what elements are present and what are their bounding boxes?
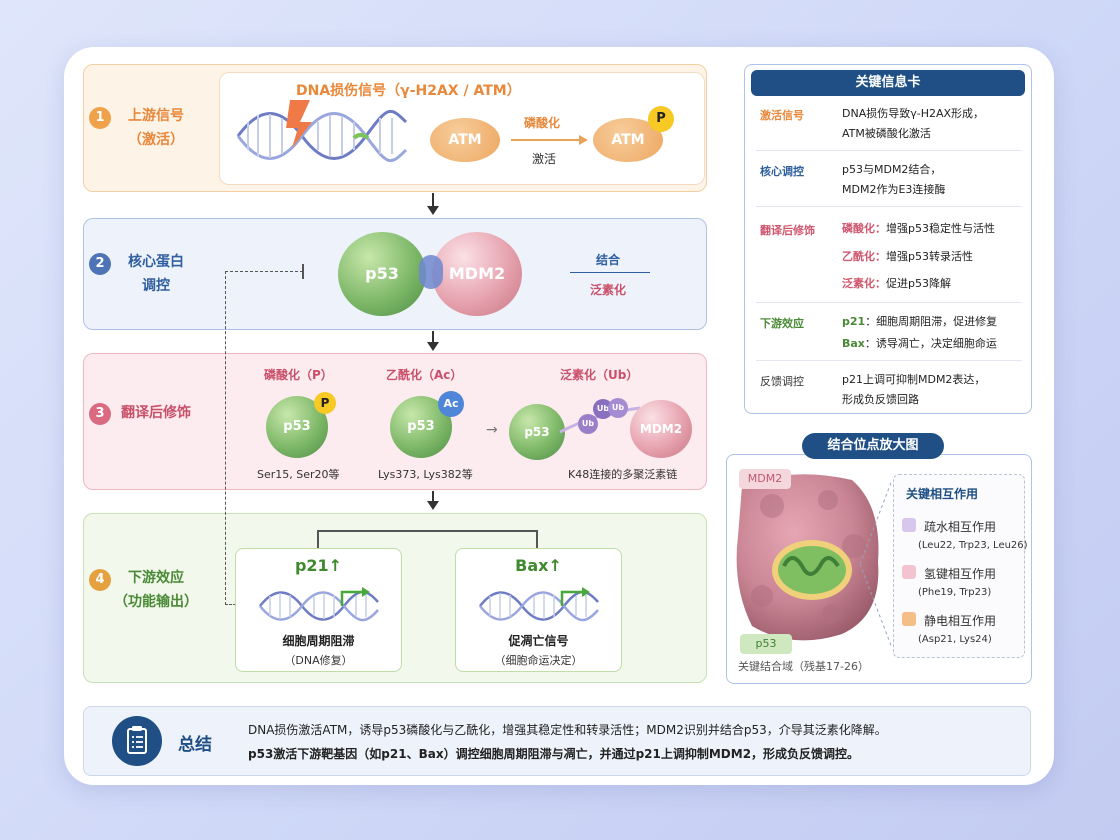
phosphate-badge: P [648, 106, 674, 132]
ubiquitin-chain-note: K48连接的多聚泛素链 [568, 468, 678, 481]
p21-effect-label: 细胞周期阻滞 [282, 634, 355, 648]
activation-arrow [511, 139, 581, 141]
ubiquitin-1: Ub [578, 414, 598, 434]
clipboard-icon [112, 716, 162, 766]
mod-phos-title: 磷酸化（P） [264, 368, 333, 382]
info-val-ptm-1: 磷酸化：增强p53稳定性与活性 [842, 222, 995, 235]
mdm2-ligase: MDM2 [630, 400, 692, 458]
info-val-ptm-2: 乙酰化：增强p53转录活性 [842, 250, 973, 263]
legend-swatch-hydrophobic [902, 518, 916, 532]
key-info-title: 关键信息卡 [751, 70, 1025, 96]
branch-horizontal [317, 530, 537, 532]
p53-protein: p53 [338, 232, 426, 316]
summary-line-1: DNA损伤激活ATM，诱导p53磷酸化与乙酰化，增强其稳定性和转录活性；MDM2… [248, 723, 887, 737]
info-val-core: p53与MDM2结合，MDM2作为E3连接酶 [842, 163, 946, 196]
info-separator [756, 302, 1022, 303]
key-info-card [744, 64, 1032, 414]
bind-divider [570, 272, 650, 273]
info-separator [756, 360, 1022, 361]
info-val-down-1: p21：细胞周期阻滞，促进修复 [842, 315, 998, 328]
flow-arrowhead-3 [427, 501, 439, 510]
mod-acet-sites: Lys373, Lys382等 [378, 468, 473, 481]
info-val-ptm-3: 泛素化：促进p53降解 [842, 277, 951, 290]
p21-helix-icon [259, 587, 379, 622]
feedback-vertical-line [225, 271, 226, 605]
step-4-title: 下游效应（功能输出） [114, 570, 198, 610]
step-2-number: 2 [89, 253, 111, 275]
legend-electrostatic-res: (Asp21, Lys24) [918, 634, 992, 645]
bax-effect-label: 促凋亡信号 [508, 634, 569, 648]
binding-interface [419, 255, 443, 289]
summary-line-2: p53激活下游靶基因（如p21、Bax）调控细胞周期阻滞与凋亡，并通过p21上调… [248, 747, 860, 761]
info-key-feedback: 反馈调控 [760, 375, 804, 388]
legend-electrostatic: 静电相互作用 [924, 614, 997, 628]
flow-arrowhead-2 [427, 342, 439, 351]
legend-swatch-electrostatic [902, 612, 916, 626]
zoom-leader-lines [859, 479, 893, 649]
feedback-inhibition-bar [302, 264, 304, 279]
info-key-downstream: 下游效应 [760, 317, 804, 330]
mod-acet-title: 乙酰化（Ac） [386, 368, 463, 382]
activation-arrowhead [579, 135, 588, 145]
flow-arrow-1 [432, 193, 434, 207]
legend-hydrophobic: 疏水相互作用 [924, 520, 997, 534]
bax-gene-label: Bax↑ [515, 556, 562, 575]
step-1-title: 上游信号（激活） [128, 108, 184, 148]
feedback-connector [225, 604, 236, 605]
step-4-number: 4 [89, 569, 111, 591]
flow-arrow-3 [432, 491, 434, 502]
bind-label: 结合 [596, 253, 621, 267]
bax-effect-sub: （细胞命运决定） [494, 654, 583, 667]
summary-label: 总结 [178, 735, 212, 755]
atm-inactive: ATM [430, 118, 500, 162]
info-separator [756, 206, 1022, 207]
p21-gene-label: p21↑ [294, 556, 343, 575]
info-key-ptm: 翻译后修饰 [760, 224, 815, 237]
mdm2-protein: MDM2 [432, 232, 522, 316]
info-separator [756, 150, 1022, 151]
info-val-activation: DNA损伤导致γ-H2AX形成，ATM被磷酸化激活 [842, 107, 985, 140]
branch-left [317, 530, 319, 548]
activation-label: 激活 [532, 152, 557, 166]
legend-title: 关键相互作用 [906, 487, 979, 501]
legend-hbond-res: (Phe19, Trp23) [918, 587, 992, 598]
step-1-number: 1 [89, 107, 111, 129]
info-key-activation: 激活信号 [760, 109, 804, 122]
phos-badge: P [314, 392, 336, 414]
dna-damage-header: DNA损伤信号（γ-H2AX / ATM） [296, 83, 521, 99]
ubiquitination-label: 泛素化 [590, 283, 627, 297]
summary-bar [83, 706, 1031, 776]
legend-hbond: 氢键相互作用 [924, 567, 997, 581]
dna-damage-helix-icon [236, 100, 408, 163]
mod-ubiq-title: 泛素化（Ub） [560, 368, 639, 382]
info-key-core: 核心调控 [760, 165, 804, 178]
step-3-title: 翻译后修饰 [121, 405, 191, 421]
flow-arrow-2 [432, 331, 434, 343]
legend-swatch-hbond [902, 565, 916, 579]
mod-phos-sites: Ser15, Ser20等 [257, 468, 340, 481]
mdm2-tag: MDM2 [739, 469, 791, 489]
bax-helix-icon [479, 587, 599, 622]
flow-arrowhead-1 [427, 206, 439, 215]
feedback-inhibition-line [225, 271, 303, 272]
mdm2-surface-image [736, 474, 879, 641]
legend-hydrophobic-res: (Leu22, Trp23, Leu26) [918, 540, 1028, 551]
branch-right [536, 530, 538, 548]
step-2-title: 核心蛋白调控 [128, 254, 184, 294]
info-val-feedback: p21上调可抑制MDM2表达，形成负反馈回路 [842, 373, 986, 406]
info-val-down-2: Bax：诱导凋亡，决定细胞命运 [842, 337, 997, 350]
p53-ubiquitinated: p53 [509, 404, 565, 460]
phosphorylation-label: 磷酸化 [524, 116, 561, 130]
acetyl-badge: Ac [438, 391, 464, 417]
transition-arrow-icon: → [486, 422, 498, 438]
ubiquitin-3: Ub [608, 398, 628, 418]
p53-tag: p53 [740, 634, 792, 654]
step-3-number: 3 [89, 403, 111, 425]
p21-effect-sub: （DNA修复） [284, 654, 353, 667]
binding-zoom-title: 结合位点放大图 [802, 433, 944, 459]
zoom-caption: 关键结合域（残基17-26） [738, 660, 869, 673]
